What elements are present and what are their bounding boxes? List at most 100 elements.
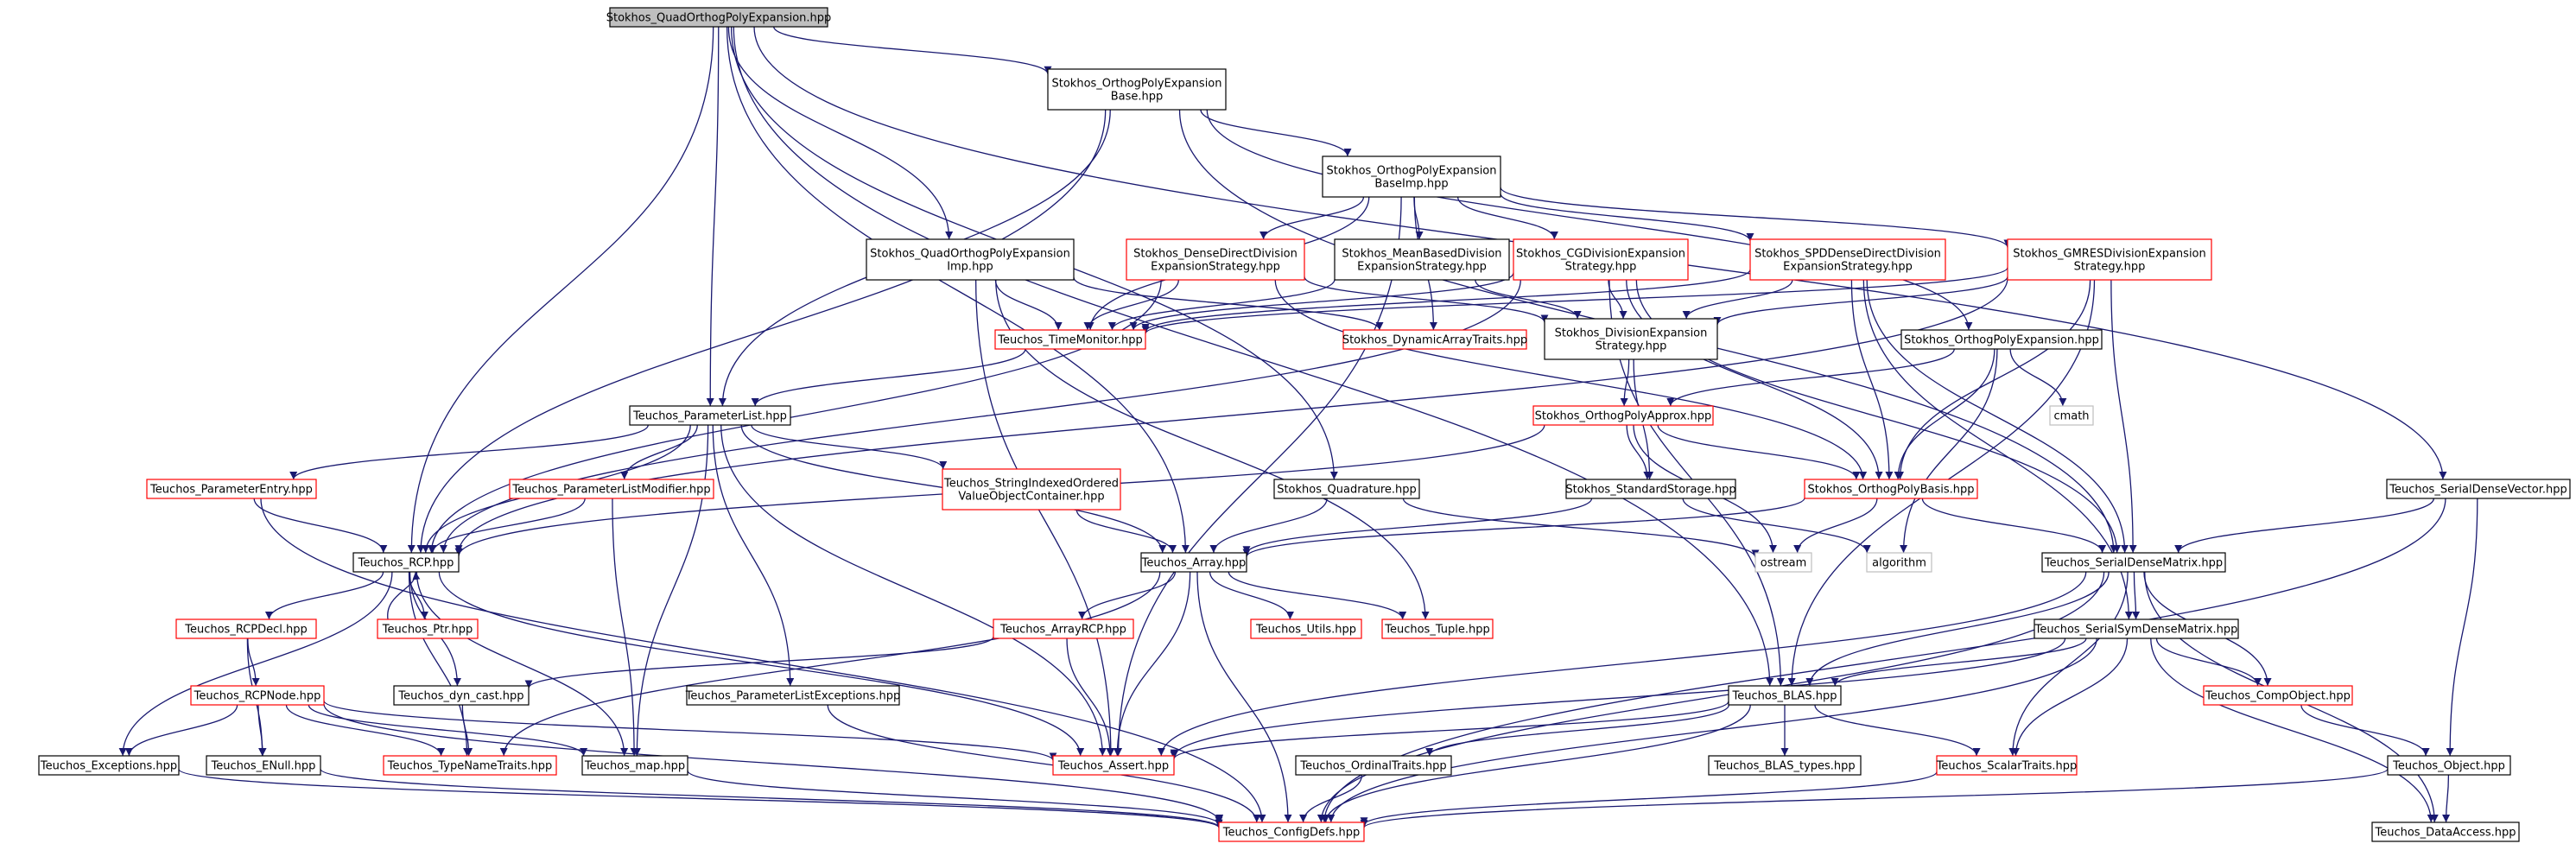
- edge-orthogpolyexp-to-cmath: [2009, 348, 2067, 407]
- node-ptr[interactable]: Teuchos_Ptr.hpp: [377, 618, 479, 639]
- node-box-ordinal: [1295, 755, 1452, 776]
- node-typename[interactable]: Teuchos_TypeNameTraits.hpp: [383, 755, 557, 776]
- node-label-rcpdecl-0: Teuchos_RCPDecl.hpp: [184, 624, 308, 637]
- edge-opebaseimp-to-assert: [1114, 196, 1402, 757]
- edge-paramlistmod-to-map: [612, 498, 638, 757]
- node-strindexed[interactable]: Teuchos_StringIndexedOrderedValueObjectC…: [942, 468, 1121, 511]
- edge-arrayrcp-to-assert: [1066, 638, 1114, 757]
- node-label-typename-0: Teuchos_TypeNameTraits.hpp: [387, 760, 553, 773]
- edge-orthogpolyexp-to-orthogpolybasis: [1894, 348, 1995, 480]
- node-box-quadimp: [866, 238, 1075, 281]
- edge-densedirect-to-divexp: [1304, 276, 1549, 323]
- edge-rcpnode-to-typename: [285, 704, 446, 757]
- edge-dyncast-to-typename: [461, 704, 473, 757]
- node-orthogpolyexp[interactable]: Stokhos_OrthogPolyExpansion.hpp: [1900, 329, 2103, 350]
- edge-quadorthog-to-rcp: [407, 26, 714, 554]
- edge-rcp-to-exceptions: [118, 571, 393, 757]
- node-box-quadrature: [1273, 479, 1420, 499]
- node-dyncast[interactable]: Teuchos_dyn_cast.hpp: [393, 685, 530, 706]
- node-box-orthogpolyapprox: [1532, 405, 1714, 426]
- edge-cgdiv-to-rcp: [439, 279, 1521, 554]
- node-label-gmres-1: Strategy.hpp: [2074, 261, 2146, 274]
- node-quadrature[interactable]: Stokhos_Quadrature.hpp: [1273, 479, 1420, 499]
- node-paramlistmod[interactable]: Teuchos_ParameterListModifier.hpp: [509, 479, 714, 499]
- edge-serialdensevec-to-configdefs: [1320, 498, 2446, 823]
- edge-serialsym-to-blas: [1830, 638, 2087, 687]
- node-box-map: [581, 755, 688, 776]
- node-label-enull-0: Teuchos_ENull.hpp: [211, 760, 316, 773]
- node-box-utils: [1250, 618, 1362, 639]
- edge-quadorthog-to-quadimp: [727, 26, 954, 240]
- node-timemonitor[interactable]: Teuchos_TimeMonitor.hpp: [994, 329, 1146, 350]
- node-gmres[interactable]: Stokhos_GMRESDivisionExpansionStrategy.h…: [2007, 238, 2212, 281]
- edge-strindexed-to-array: [1075, 509, 1177, 554]
- edge-orthogpolyexp-to-orthogpolyapprox: [1666, 348, 1955, 407]
- node-label-blastypes-0: Teuchos_BLAS_types.hpp: [1713, 760, 1855, 773]
- node-blastypes[interactable]: Teuchos_BLAS_types.hpp: [1708, 755, 1862, 776]
- node-label-paramentry-0: Teuchos_ParameterEntry.hpp: [149, 484, 313, 497]
- node-orthogpolyapprox[interactable]: Stokhos_OrthogPolyApprox.hpp: [1532, 405, 1714, 426]
- edge-ordinal-to-configdefs: [1299, 774, 1363, 823]
- node-box-paramentry: [146, 479, 317, 499]
- node-rcpnode[interactable]: Teuchos_RCPNode.hpp: [190, 685, 325, 706]
- node-object[interactable]: Teuchos_Object.hpp: [2387, 755, 2511, 776]
- node-serialdensevec[interactable]: Teuchos_SerialDenseVector.hpp: [2386, 479, 2571, 499]
- node-spddense[interactable]: Stokhos_SPDDenseDirectDivisionExpansionS…: [1749, 238, 1946, 281]
- node-box-algorithm: [1866, 552, 1932, 573]
- node-array[interactable]: Teuchos_Array.hpp: [1140, 552, 1247, 573]
- node-dataaccess[interactable]: Teuchos_DataAccess.hpp: [2371, 821, 2520, 842]
- node-paramlist[interactable]: Teuchos_ParameterList.hpp: [629, 405, 791, 426]
- node-stdstorage[interactable]: Stokhos_StandardStorage.hpp: [1565, 479, 1736, 499]
- edge-cgdiv-to-timemonitor: [1129, 272, 1514, 331]
- node-box-blas: [1728, 685, 1842, 706]
- node-enull[interactable]: Teuchos_ENull.hpp: [206, 755, 321, 776]
- edge-spddense-to-serialdensemat: [1866, 279, 2129, 554]
- node-paramentry[interactable]: Teuchos_ParameterEntry.hpp: [146, 479, 317, 499]
- node-box-rcp: [352, 552, 460, 573]
- node-box-orthogpolybasis: [1804, 479, 1978, 499]
- node-meanbased[interactable]: Stokhos_MeanBasedDivisionExpansionStrate…: [1334, 238, 1510, 281]
- edge-orthogpolybasis-to-array: [1242, 498, 1805, 557]
- node-quadorthog[interactable]: Stokhos_QuadOrthogPolyExpansion.hpp: [606, 7, 832, 28]
- node-scalartraits[interactable]: Teuchos_ScalarTraits.hpp: [1936, 755, 2078, 776]
- node-box-serialdensemat: [2041, 552, 2226, 573]
- node-serialsym[interactable]: Teuchos_SerialSymDenseMatrix.hpp: [2034, 618, 2239, 639]
- node-ordinal[interactable]: Teuchos_OrdinalTraits.hpp: [1295, 755, 1452, 776]
- edge-stdstorage-to-array: [1242, 498, 1593, 555]
- node-blas[interactable]: Teuchos_BLAS.hpp: [1728, 685, 1842, 706]
- node-compobject[interactable]: Teuchos_CompObject.hpp: [2203, 685, 2353, 706]
- node-orthogpolybasis[interactable]: Stokhos_OrthogPolyBasis.hpp: [1804, 479, 1978, 499]
- edge-arrayrcp-to-dyncast: [524, 636, 994, 688]
- edge-serialdensevec-to-object: [2446, 498, 2478, 757]
- node-rcp[interactable]: Teuchos_RCP.hpp: [352, 552, 460, 573]
- edge-enull-to-configdefs: [320, 768, 1223, 828]
- edge-gmres-to-serialdensemat: [2110, 279, 2137, 554]
- node-tuple[interactable]: Teuchos_Tuple.hpp: [1381, 618, 1494, 639]
- node-label-blas-0: Teuchos_BLAS.hpp: [1731, 690, 1837, 703]
- node-label-quadimp-0: Stokhos_QuadOrthogPolyExpansion: [870, 248, 1070, 261]
- node-box-object: [2387, 755, 2511, 776]
- node-arrayrcp[interactable]: Teuchos_ArrayRCP.hpp: [993, 618, 1134, 639]
- node-map[interactable]: Teuchos_map.hpp: [581, 755, 688, 776]
- header-nodes: Stokhos_QuadOrthogPolyExpansion.hppStokh…: [38, 7, 2571, 842]
- node-configdefs[interactable]: Teuchos_ConfigDefs.hpp: [1218, 821, 1365, 842]
- node-densedirect[interactable]: Stokhos_DenseDirectDivisionExpansionStra…: [1126, 238, 1305, 281]
- edge-quadorthog-to-blas: [733, 26, 1774, 687]
- node-exceptions[interactable]: Teuchos_Exceptions.hpp: [38, 755, 180, 776]
- node-box-orthogpolyexp: [1900, 329, 2103, 350]
- node-assert[interactable]: Teuchos_Assert.hpp: [1052, 755, 1175, 776]
- node-serialdensemat[interactable]: Teuchos_SerialDenseMatrix.hpp: [2041, 552, 2226, 573]
- edge-object-to-configdefs: [1360, 768, 2389, 828]
- edge-gmres-to-divexp: [1713, 276, 2008, 326]
- node-dynarray[interactable]: Stokhos_DynamicArrayTraits.hpp: [1342, 329, 1527, 350]
- node-box-dyncast: [393, 685, 530, 706]
- node-rcpdecl[interactable]: Teuchos_RCPDecl.hpp: [175, 618, 317, 639]
- node-utils[interactable]: Teuchos_Utils.hpp: [1250, 618, 1362, 639]
- node-box-timemonitor: [994, 329, 1146, 350]
- node-paramlistexc[interactable]: Teuchos_ParameterListExceptions.hpp: [685, 685, 901, 706]
